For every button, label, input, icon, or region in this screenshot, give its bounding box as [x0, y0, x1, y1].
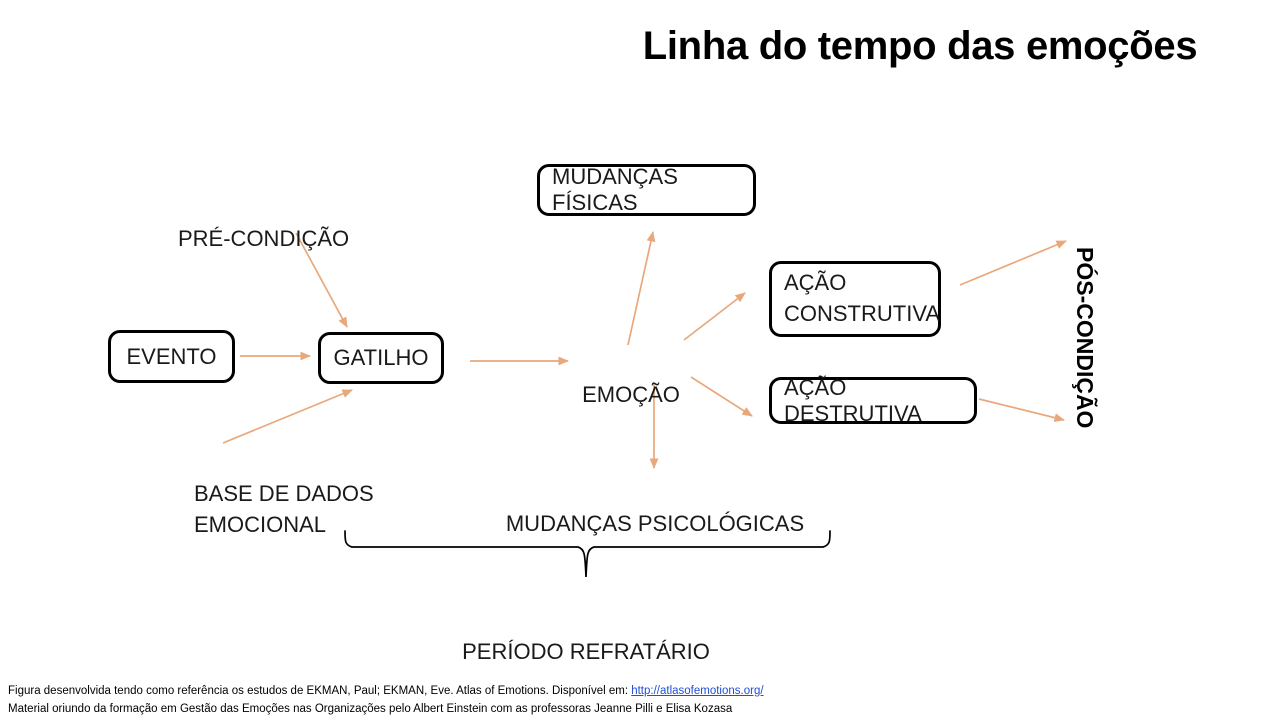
label-pos-condicao-text: PÓS-CONDIÇÃO	[1072, 247, 1098, 429]
label-periodo-refratario-text: PERÍODO REFRATÁRIO	[462, 638, 710, 664]
node-acao-construtiva[interactable]: AÇÃO CONSTRUTIVA	[769, 261, 941, 337]
arrow-precondicao-to-gatilho	[295, 232, 348, 328]
node-acao-destrutiva-label: AÇÃO DESTRUTIVA	[784, 374, 922, 426]
node-mudancas-fisicas[interactable]: MUDANÇAS FÍSICAS	[537, 164, 756, 216]
label-pos-condicao: PÓS-CONDIÇÃO	[1071, 247, 1098, 428]
node-mudancas-psicologicas: MUDANÇAS PSICOLÓGICAS	[500, 478, 810, 540]
node-acao-construtiva-label: AÇÃO CONSTRUTIVA	[784, 270, 941, 326]
node-evento[interactable]: EVENTO	[108, 330, 235, 383]
arrow-base-dados-to-gatilho	[222, 389, 353, 444]
label-base-de-dados-emocional: BASE DE DADOS EMOCIONAL	[194, 448, 374, 540]
label-base-de-dados-emocional-text: BASE DE DADOS EMOCIONAL	[194, 480, 374, 537]
footer-line-2: Material oriundo da formação em Gestão d…	[8, 702, 733, 715]
node-acao-destrutiva[interactable]: AÇÃO DESTRUTIVA	[769, 374, 977, 426]
node-emocao-label: EMOÇÃO	[582, 381, 680, 407]
arrow-acao-construtiva-to-pos-condicao	[959, 240, 1067, 286]
footer-line-1-text: Figura desenvolvida tendo como referênci…	[8, 685, 632, 697]
label-pre-condicao-text: PRÉ-CONDIÇÃO	[178, 225, 350, 251]
page-title: Linha do tempo das emoções	[642, 24, 1198, 68]
arrow-emocao-to-mudancas-fisicas	[627, 231, 656, 346]
footer-credits: Figura desenvolvida tendo como referênci…	[8, 683, 764, 719]
arrow-acao-destrutiva-to-pos-condicao	[978, 398, 1065, 423]
arrow-emocao-to-acao-destrutiva	[690, 376, 753, 417]
label-pre-condicao: PRÉ-CONDIÇÃO	[178, 193, 349, 255]
atlas-of-emotions-link[interactable]: http://atlasofemotions.org/	[631, 685, 764, 697]
arrow-emocao-to-acao-construtiva	[683, 292, 746, 341]
footer-line-1: Figura desenvolvida tendo como referênci…	[8, 683, 764, 701]
node-emocao: EMOÇÃO	[560, 349, 702, 411]
node-gatilho-label: GATILHO	[333, 345, 429, 371]
refractory-period-brace	[344, 530, 831, 578]
node-evento-label: EVENTO	[126, 343, 217, 369]
label-periodo-refratario: PERÍODO REFRATÁRIO	[436, 606, 736, 668]
node-mudancas-psicologicas-label: MUDANÇAS PSICOLÓGICAS	[505, 510, 805, 536]
node-mudancas-fisicas-label: MUDANÇAS FÍSICAS	[552, 164, 678, 215]
node-gatilho[interactable]: GATILHO	[318, 332, 444, 384]
